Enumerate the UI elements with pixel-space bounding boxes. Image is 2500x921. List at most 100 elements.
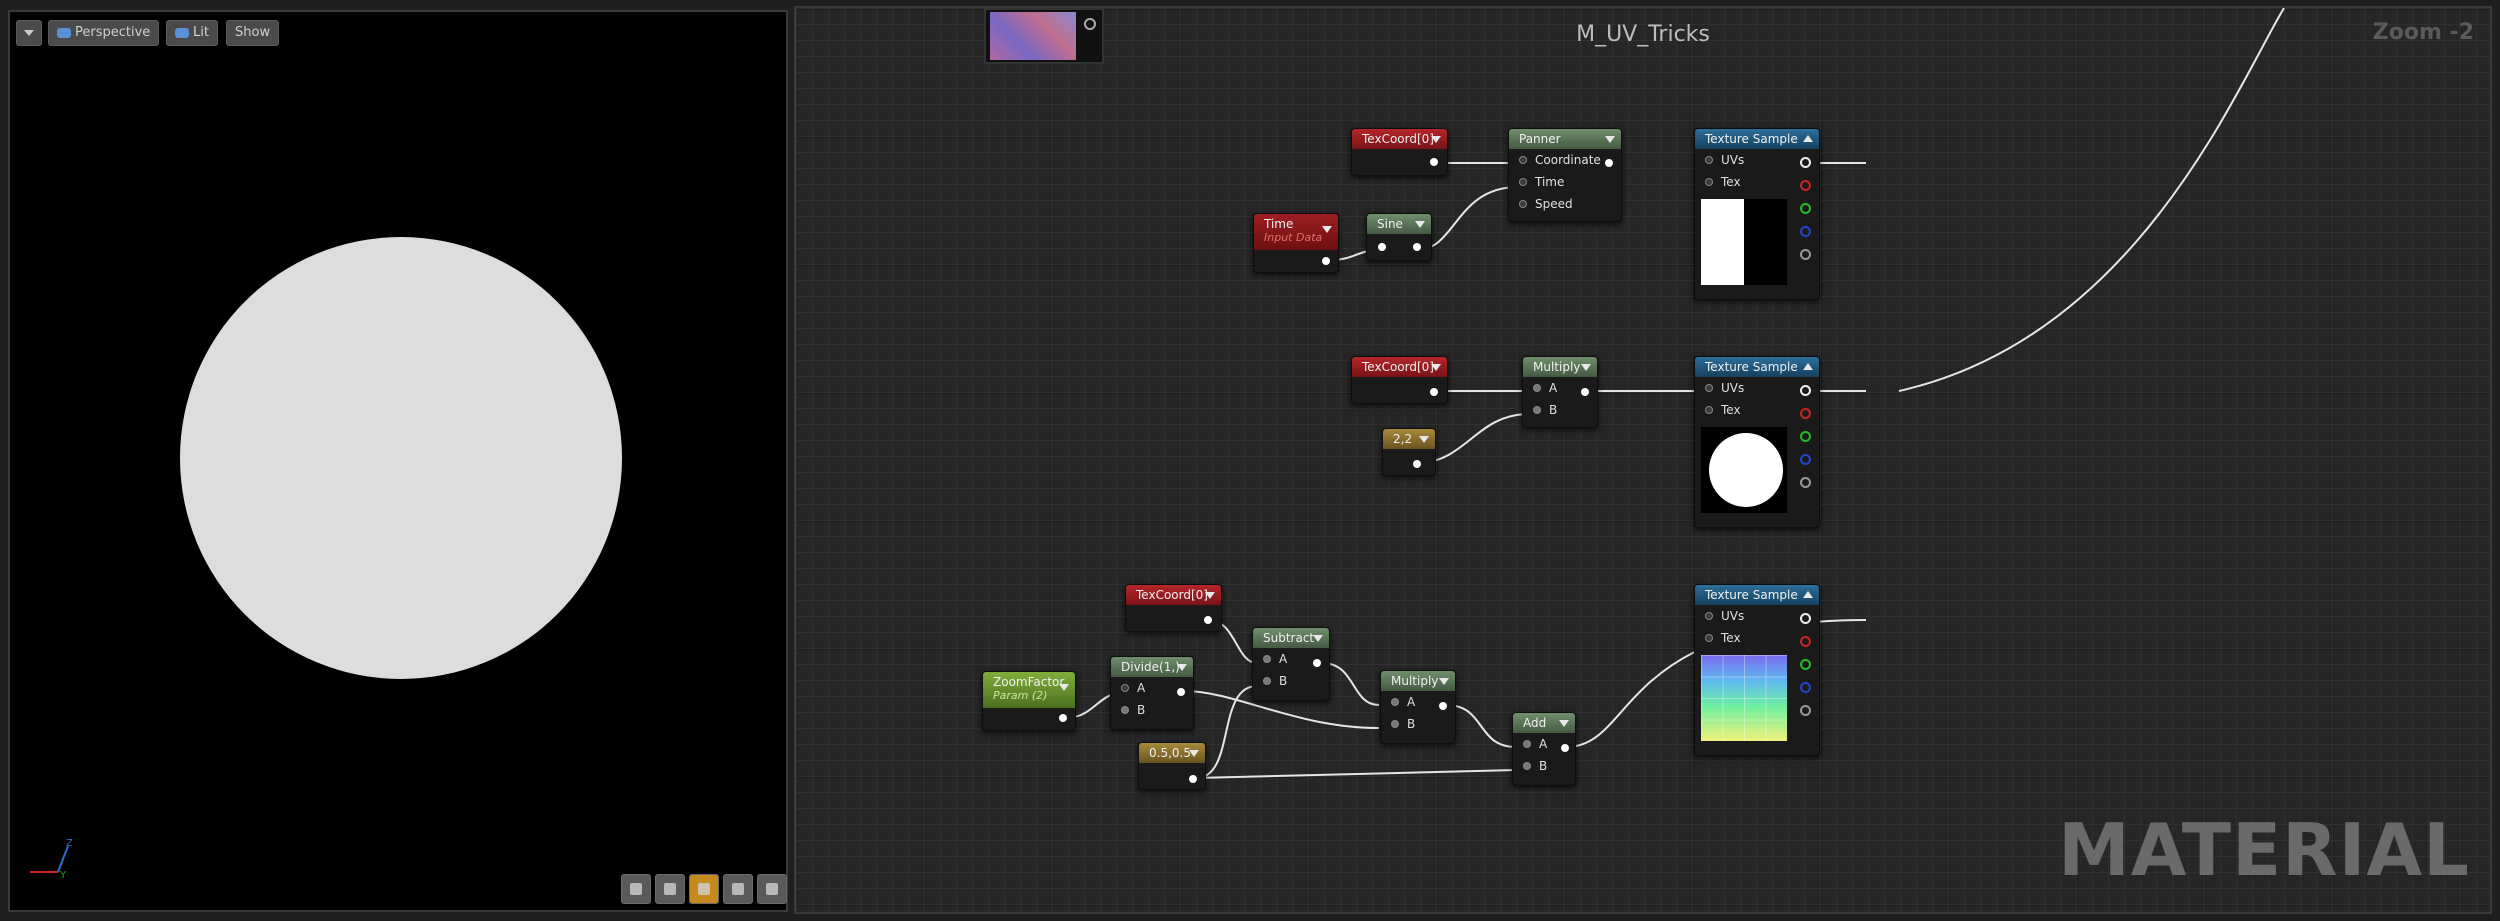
node-collapse-icon[interactable] <box>1803 135 1813 142</box>
input-pin[interactable] <box>1705 384 1713 392</box>
pin-row[interactable]: UVs <box>1695 149 1819 171</box>
viewport-menu-button[interactable] <box>16 20 42 46</box>
pin-row[interactable]: Tex <box>1695 399 1819 421</box>
time-node[interactable]: Time Input Data <box>1253 213 1339 273</box>
input-pin[interactable] <box>1523 762 1531 770</box>
output-pin[interactable] <box>1581 388 1589 396</box>
texcoord-node-1[interactable]: TexCoord[0] <box>1351 128 1448 176</box>
input-pin[interactable] <box>1705 178 1713 186</box>
material-graph[interactable]: M_UV_Tricks Zoom -2 MATERIAL <box>794 6 2492 914</box>
r-output-pin[interactable] <box>1800 636 1811 647</box>
show-button[interactable]: Show <box>226 20 280 46</box>
g-output-pin[interactable] <box>1800 659 1811 670</box>
perspective-button[interactable]: Perspective <box>48 20 160 46</box>
pin-row[interactable]: B <box>1523 399 1597 421</box>
node-collapse-icon[interactable] <box>1605 136 1615 143</box>
g-output-pin[interactable] <box>1800 203 1811 214</box>
output-pin[interactable] <box>1189 775 1197 783</box>
constant-0-5-node[interactable]: 0.5,0.5 <box>1138 742 1206 790</box>
multiply-node-1[interactable]: Multiply A B <box>1522 356 1598 428</box>
node-collapse-icon[interactable] <box>1581 364 1591 371</box>
input-pin[interactable] <box>1378 243 1386 251</box>
node-collapse-icon[interactable] <box>1431 136 1441 143</box>
pin-row[interactable]: Tex <box>1695 627 1819 649</box>
node-collapse-icon[interactable] <box>1177 664 1187 671</box>
node-collapse-icon[interactable] <box>1322 226 1332 233</box>
preview-viewport[interactable]: Perspective Lit Show Z Y <box>8 10 788 912</box>
input-pin[interactable] <box>1121 684 1129 692</box>
multiply-node-2[interactable]: Multiply A B <box>1380 670 1456 744</box>
output-pin[interactable] <box>1413 460 1421 468</box>
input-pin[interactable] <box>1705 612 1713 620</box>
output-pin[interactable] <box>1561 744 1569 752</box>
rgb-output-pin[interactable] <box>1800 613 1811 624</box>
viewport-cylinder-button[interactable] <box>621 874 651 904</box>
pin-row[interactable]: Speed <box>1509 193 1621 215</box>
node-collapse-icon[interactable] <box>1205 592 1215 599</box>
lit-button[interactable]: Lit <box>166 20 218 46</box>
pin-row[interactable]: A <box>1253 648 1329 670</box>
b-output-pin[interactable] <box>1800 226 1811 237</box>
output-pin[interactable] <box>1430 388 1438 396</box>
divide-node[interactable]: Divide(1,) A B <box>1110 656 1194 730</box>
material-preview-thumbnail[interactable] <box>984 8 1104 64</box>
input-pin[interactable] <box>1519 156 1527 164</box>
output-pin[interactable] <box>1313 659 1321 667</box>
pin-row[interactable]: B <box>1381 713 1455 735</box>
input-pin[interactable] <box>1121 706 1129 714</box>
input-pin[interactable] <box>1705 634 1713 642</box>
node-collapse-icon[interactable] <box>1059 684 1069 691</box>
output-pin[interactable] <box>1413 243 1421 251</box>
pin-row[interactable]: UVs <box>1695 377 1819 399</box>
viewport-sphere-button[interactable] <box>655 874 685 904</box>
node-collapse-icon[interactable] <box>1559 720 1569 727</box>
input-pin[interactable] <box>1391 720 1399 728</box>
pin-row[interactable]: B <box>1513 755 1575 777</box>
add-node[interactable]: Add A B <box>1512 712 1576 786</box>
pin-row[interactable]: Tex <box>1695 171 1819 193</box>
subtract-node[interactable]: Subtract A B <box>1252 627 1330 701</box>
texcoord-node-2[interactable]: TexCoord[0] <box>1351 356 1448 404</box>
a-output-pin[interactable] <box>1800 477 1811 488</box>
r-output-pin[interactable] <box>1800 180 1811 191</box>
node-collapse-icon[interactable] <box>1313 635 1323 642</box>
pin-row[interactable]: Coordinate <box>1509 149 1621 171</box>
g-output-pin[interactable] <box>1800 431 1811 442</box>
viewport-cube-button[interactable] <box>723 874 753 904</box>
texture-sample-node-1[interactable]: Texture Sample UVs Tex <box>1694 128 1820 300</box>
input-pin[interactable] <box>1533 384 1541 392</box>
viewport-plane-button[interactable] <box>689 874 719 904</box>
b-output-pin[interactable] <box>1800 682 1811 693</box>
node-collapse-icon[interactable] <box>1419 436 1429 443</box>
node-collapse-icon[interactable] <box>1431 364 1441 371</box>
pin-row[interactable]: UVs <box>1695 605 1819 627</box>
b-output-pin[interactable] <box>1800 454 1811 465</box>
a-output-pin[interactable] <box>1800 249 1811 260</box>
output-pin[interactable] <box>1059 714 1067 722</box>
panner-node[interactable]: Panner Coordinate Time Speed <box>1508 128 1622 222</box>
viewport-mesh-button[interactable] <box>757 874 787 904</box>
input-pin[interactable] <box>1263 677 1271 685</box>
input-pin[interactable] <box>1391 698 1399 706</box>
input-pin[interactable] <box>1519 178 1527 186</box>
input-pin[interactable] <box>1705 406 1713 414</box>
output-pin[interactable] <box>1605 159 1613 167</box>
node-collapse-icon[interactable] <box>1439 678 1449 685</box>
texture-sample-node-2[interactable]: Texture Sample UVs Tex <box>1694 356 1820 528</box>
pin-row[interactable]: A <box>1523 377 1597 399</box>
pin-row[interactable]: A <box>1381 691 1455 713</box>
pin-row[interactable]: B <box>1253 670 1329 692</box>
output-pin[interactable] <box>1177 688 1185 696</box>
node-collapse-icon[interactable] <box>1803 363 1813 370</box>
input-pin[interactable] <box>1263 655 1271 663</box>
output-pin[interactable] <box>1430 158 1438 166</box>
pin-row[interactable]: B <box>1111 699 1193 721</box>
output-pin[interactable] <box>1322 257 1330 265</box>
node-collapse-icon[interactable] <box>1415 221 1425 228</box>
output-pin[interactable] <box>1204 616 1212 624</box>
input-pin[interactable] <box>1519 200 1527 208</box>
r-output-pin[interactable] <box>1800 408 1811 419</box>
constant-2-2-node[interactable]: 2,2 <box>1382 428 1436 476</box>
zoomfactor-param-node[interactable]: ZoomFactor Param (2) <box>982 671 1076 731</box>
input-pin[interactable] <box>1533 406 1541 414</box>
